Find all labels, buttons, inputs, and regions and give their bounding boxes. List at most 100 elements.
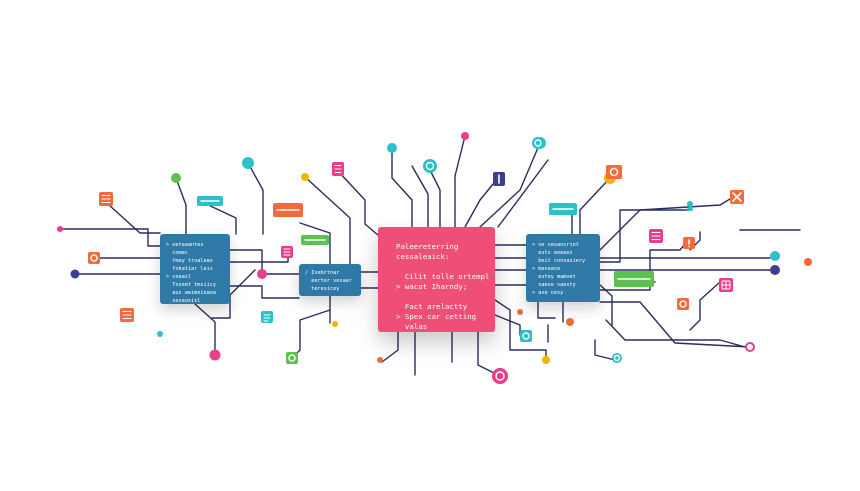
node-dot	[157, 331, 163, 337]
code-line: fokatiar leis	[166, 266, 213, 272]
wire	[247, 162, 264, 235]
wire	[299, 222, 331, 265]
code-box-left: > oeteaantes comec fmey troaleas fokatia…	[160, 234, 230, 304]
code-line: Cilit tolle ortempl	[396, 272, 490, 281]
wire	[605, 319, 746, 348]
user-icon	[423, 159, 437, 173]
code-line: > wacot Iharndy;	[396, 282, 468, 291]
node-dot	[257, 269, 267, 279]
wire	[594, 339, 616, 361]
code-line: ests eeeees	[532, 250, 573, 256]
wire	[59, 228, 161, 247]
code-line: > meseace	[532, 266, 561, 272]
wire	[599, 203, 691, 263]
menu-square-icon	[120, 308, 134, 322]
node-dot	[242, 157, 254, 169]
code-box-mid-left: / Ixebrtnar eerter vesaer teresicey	[299, 264, 361, 296]
code-line: eerter vesaer	[305, 278, 352, 284]
code-line: > ase cesy	[532, 290, 564, 296]
text-bar-icon	[273, 203, 303, 217]
wire	[411, 165, 429, 228]
exclamation-icon	[683, 237, 695, 249]
list-icon	[332, 162, 344, 176]
code-line: comec	[166, 250, 188, 256]
node-dot	[332, 321, 338, 327]
wire	[494, 314, 521, 336]
wire	[454, 135, 466, 228]
code-box-right: > ve xesancrint ests eeeees beit consasi…	[526, 234, 600, 302]
wire	[175, 177, 187, 235]
wire	[229, 285, 300, 299]
node-dot	[209, 349, 221, 361]
wire	[689, 281, 721, 331]
code-line: cessaleaick:	[396, 252, 450, 261]
node-dot	[804, 258, 812, 266]
wire	[203, 202, 237, 235]
node-dot	[387, 143, 397, 153]
wire	[599, 284, 613, 326]
code-line: estey mamvet	[532, 274, 576, 280]
wire	[497, 159, 549, 228]
code-line: > oeteaantes	[166, 242, 204, 248]
code-line: beit consasiery	[532, 258, 586, 264]
wire	[229, 249, 263, 275]
node-dot	[745, 342, 755, 352]
connector-lines	[59, 135, 801, 377]
wire	[108, 204, 161, 234]
node-dot	[461, 132, 469, 140]
code-line: Paleereterring	[396, 242, 459, 251]
pencil-icon	[677, 298, 689, 310]
node-dot	[301, 173, 309, 181]
code-line: > ve xesancrint	[532, 242, 579, 248]
wire	[194, 303, 216, 356]
circle-icon	[532, 137, 544, 149]
node-dot	[566, 318, 574, 326]
wire	[391, 147, 413, 228]
bar-icon	[493, 172, 505, 186]
node-dot	[57, 226, 63, 232]
node-dot	[770, 265, 780, 275]
code-line: / Ixebrtnar	[305, 270, 340, 276]
text-bar-icon	[197, 196, 223, 206]
code-line: teresicey	[305, 286, 340, 292]
list-icon	[281, 246, 293, 258]
node-dot	[171, 173, 181, 183]
code-line	[396, 292, 487, 302]
code-line: aus weimeinaoa	[166, 290, 216, 296]
triangle-icon	[686, 203, 693, 211]
grid-icon	[719, 278, 733, 292]
text-bar-icon	[614, 271, 654, 287]
wire	[479, 142, 541, 228]
wire	[381, 331, 399, 363]
wire	[464, 177, 499, 228]
text-bar-icon	[301, 235, 329, 245]
wire	[477, 331, 501, 377]
code-line: saese vaesty	[532, 282, 576, 288]
wire	[427, 165, 441, 228]
document-icon	[261, 311, 273, 323]
wire	[579, 177, 611, 235]
code-line: > Spex car cetting	[396, 312, 477, 321]
wire	[599, 301, 751, 348]
wire	[304, 176, 351, 265]
wire	[211, 269, 256, 319]
wire	[229, 251, 289, 263]
code-line: > coeasl	[166, 274, 191, 280]
code-line: Fact arelactty	[396, 302, 468, 311]
chat-icon	[606, 165, 622, 179]
hamburger-icon	[99, 192, 113, 206]
sparkle-icon	[286, 352, 298, 364]
node-dot	[542, 356, 550, 364]
list-icon	[649, 229, 663, 243]
wire	[537, 301, 556, 319]
wire	[494, 299, 547, 361]
code-line: fmey troaleas	[166, 258, 213, 264]
node-dot	[770, 251, 780, 261]
node-dot	[70, 269, 80, 279]
hand-icon	[520, 330, 532, 342]
close-icon	[730, 190, 744, 204]
cloud-icon	[88, 252, 100, 264]
icon-layer	[88, 137, 744, 384]
